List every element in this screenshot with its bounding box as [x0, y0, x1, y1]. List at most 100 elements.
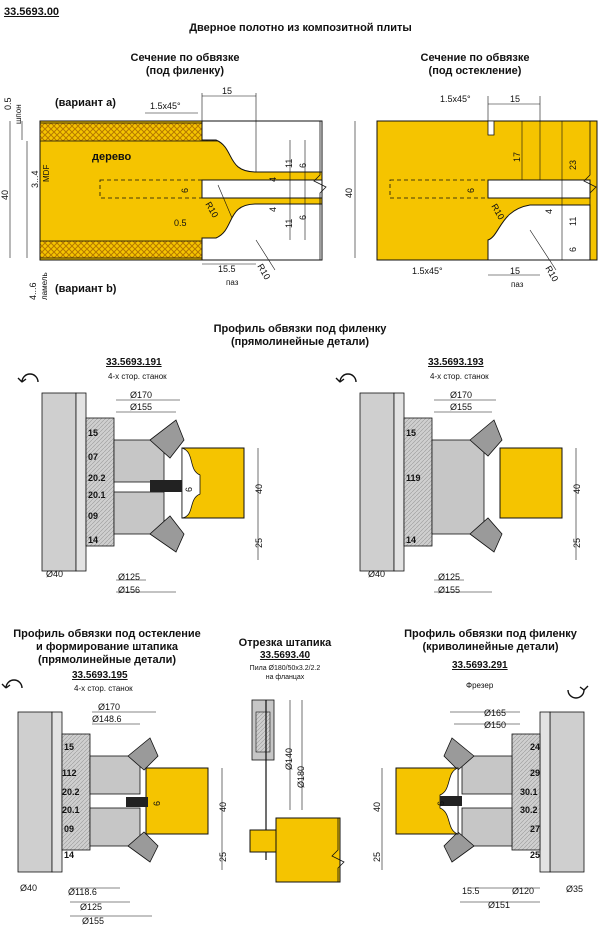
left-dim-6b: 6 [298, 214, 308, 220]
mdf-value: 3...4 [30, 170, 40, 188]
tool-291-stack-1: 29 [530, 768, 541, 778]
left-dim-05: 0.5 [174, 218, 187, 228]
shpon-label: шпон [14, 104, 23, 124]
mdf-label: MDF [42, 164, 51, 182]
tool-195-h40: 40 [218, 801, 228, 812]
tool-191-d40: Ø40 [46, 569, 64, 579]
right-bottom-15: 15 [510, 266, 521, 276]
tool-191-stack-0: 15 [88, 428, 99, 438]
tool-191-stack-3: 20.1 [88, 490, 106, 500]
tool-193-stack-1: 119 [406, 473, 421, 483]
tool-291-d35: Ø35 [566, 884, 584, 894]
document-code: 33.5693.00 [4, 6, 60, 18]
variant-a-label: (вариант а) [55, 97, 116, 109]
tool-193-d155: Ø155 [450, 402, 473, 412]
tool-193-code: 33.5693.193 [428, 357, 484, 368]
tool-195-stack-5: 14 [64, 850, 75, 860]
variant-b-label: (вариант b) [55, 283, 117, 295]
right-top-15: 15 [510, 94, 521, 104]
tool-195-d125: Ø125 [80, 902, 103, 912]
tool-195-stack-1: 112 [62, 768, 77, 778]
tool-191-d155: Ø155 [130, 402, 153, 412]
tool-193-drawing [359, 392, 577, 593]
tool-291-d150: Ø150 [484, 720, 507, 730]
right-chamfer-top: 1.5x45° [440, 94, 471, 104]
wood-label: дерево [92, 151, 132, 163]
tool-195-h25: 25 [218, 851, 228, 862]
tool-195-d40: Ø40 [20, 883, 38, 893]
left-dim-6a: 6 [298, 162, 308, 168]
tool-40-drawing [249, 699, 345, 883]
tool-193-d155b: Ø155 [438, 585, 461, 595]
left-dim-4a: 4 [268, 176, 278, 182]
tool-191-stack-4: 09 [88, 511, 99, 521]
tool-291-stack-0: 24 [530, 742, 541, 752]
right-total-40: 40 [344, 187, 354, 198]
tool-291-stack-5: 25 [530, 850, 541, 860]
right-dim-6mid: 6 [466, 187, 476, 193]
tool-40-title: Отрезка штапика [238, 637, 332, 649]
lamel-value: 4...6 [28, 282, 38, 300]
tool-191-drawing [41, 392, 259, 593]
tool-40-d180: Ø180 [296, 765, 306, 788]
tool-193-sub: 4-х стор. станок [430, 372, 489, 381]
tool-191-sub: 4-х стор. станок [108, 372, 167, 381]
tool-193-stack-0: 15 [406, 428, 417, 438]
left-section-drawing [9, 93, 327, 271]
tool-195-code: 33.5693.195 [72, 670, 128, 681]
shpon-value: 0.5 [3, 97, 13, 110]
tool-291-sub: Фрезер [466, 681, 494, 690]
tool-191-g6: 6 [184, 486, 194, 492]
tool-195-stack-3: 20.1 [62, 805, 80, 815]
tool-291-w155: 15.5 [462, 886, 480, 896]
right-dim-11: 11 [568, 216, 578, 226]
tool-291-g6: 6 [436, 800, 446, 806]
tool-195-g6: 6 [152, 800, 162, 806]
tool-191-stack-1: 07 [88, 452, 99, 462]
left-total-40: 40 [0, 189, 10, 200]
tool-195-drawing [17, 711, 223, 917]
tool-291-d165: Ø165 [484, 708, 507, 718]
tool-195-d155: Ø155 [82, 916, 105, 926]
right-dim-6: 6 [568, 246, 578, 252]
tool-291-code: 33.5693.291 [452, 660, 508, 671]
tool-191-d125: Ø125 [118, 572, 141, 582]
tool-40-d140: Ø140 [284, 747, 294, 770]
tool-191-stack-5: 14 [88, 535, 99, 545]
right-section-title: Сечение по обвязке(под остекление) [420, 52, 530, 77]
tool-193-d125: Ø125 [438, 572, 461, 582]
tool-191-code: 33.5693.191 [106, 357, 162, 368]
tool-291-d120: Ø120 [512, 886, 535, 896]
right-dim-23: 23 [568, 159, 578, 170]
tool-195-stack-4: 09 [64, 824, 75, 834]
left-chamfer: 1.5x45° [150, 101, 181, 111]
tool-195-stack-0: 15 [64, 742, 75, 752]
right-groove-label: паз [511, 280, 524, 289]
tool-193-h25: 25 [572, 537, 582, 548]
tool-193-d170: Ø170 [450, 390, 473, 400]
left-groove-15-5: 15.5 [218, 264, 236, 274]
tool-291-h25: 25 [372, 851, 382, 862]
tool-195-stack-2: 20.2 [62, 787, 80, 797]
page-title: Дверное полотно из композитной плиты [189, 22, 412, 34]
left-dim-4b: 4 [268, 206, 278, 212]
right-section-drawing [354, 96, 598, 276]
left-dim-6mid: 6 [180, 187, 190, 193]
tool-291-stack-2: 30.1 [520, 787, 538, 797]
tool-195-d148: Ø148.6 [92, 714, 122, 724]
left-top-15: 15 [222, 86, 233, 96]
profile-panel-title: Профиль обвязки под филенку(прямолинейны… [213, 323, 387, 348]
tool-193-d40: Ø40 [368, 569, 386, 579]
tool-291-d151: Ø151 [488, 900, 511, 910]
right-chamfer-bottom: 1.5x45° [412, 266, 443, 276]
lamel-label: ламель [40, 272, 49, 300]
rotation-arrow-icon [1, 373, 589, 699]
tool-291-stack-4: 27 [530, 824, 541, 834]
tool-291-h40: 40 [372, 801, 382, 812]
tool-191-stack-2: 20.2 [88, 473, 106, 483]
tool-191-h40: 40 [254, 483, 264, 494]
tool-191-d170: Ø170 [130, 390, 153, 400]
tool-193-stack-2: 14 [406, 535, 417, 545]
